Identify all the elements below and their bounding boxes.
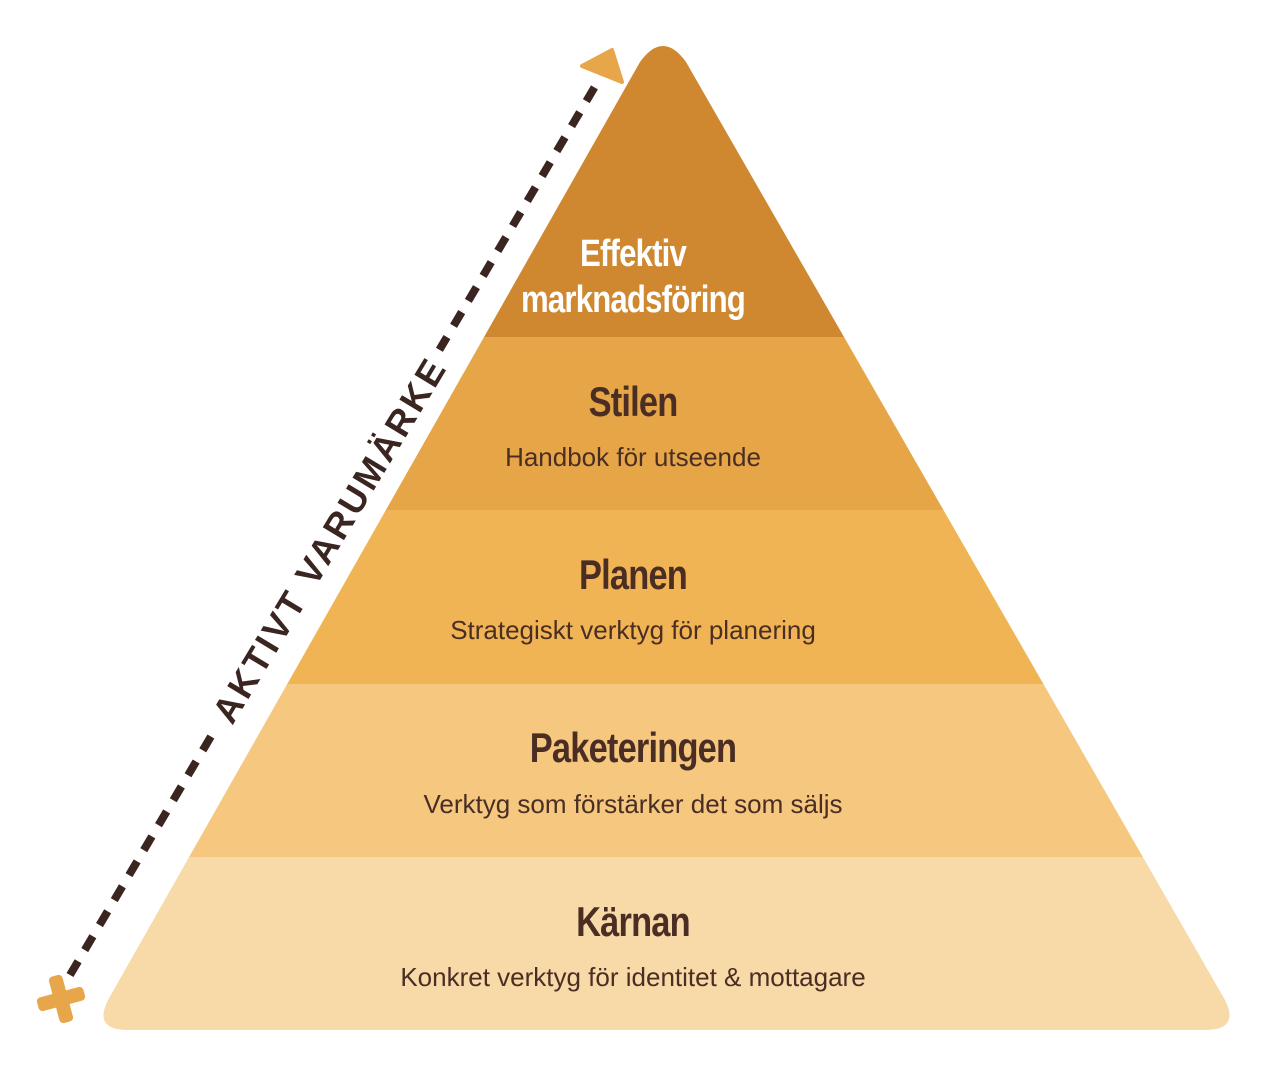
level-top-title-line2: marknadsföring [520, 279, 746, 321]
level-paketeringen-subtitle: Verktyg som förstärker det som säljs [423, 789, 843, 819]
arrow-head-icon [580, 48, 624, 84]
level-karnan-title: Kärnan [576, 898, 691, 945]
level-top-title: Effektiv [579, 233, 687, 275]
level-stilen-subtitle: Handbok för utseende [505, 442, 761, 472]
level-planen-subtitle: Strategiskt verktyg för planering [450, 615, 816, 645]
level-planen-title: Planen [578, 551, 688, 598]
level-paketeringen-band [103, 684, 1230, 857]
level-paketeringen-title: Paketeringen [529, 724, 737, 771]
start-cross-icon [36, 974, 86, 1024]
level-karnan-subtitle: Konkret verktyg för identitet & mottagar… [400, 962, 866, 992]
level-karnan-band [103, 857, 1230, 1030]
level-stilen-title: Stilen [588, 378, 679, 425]
